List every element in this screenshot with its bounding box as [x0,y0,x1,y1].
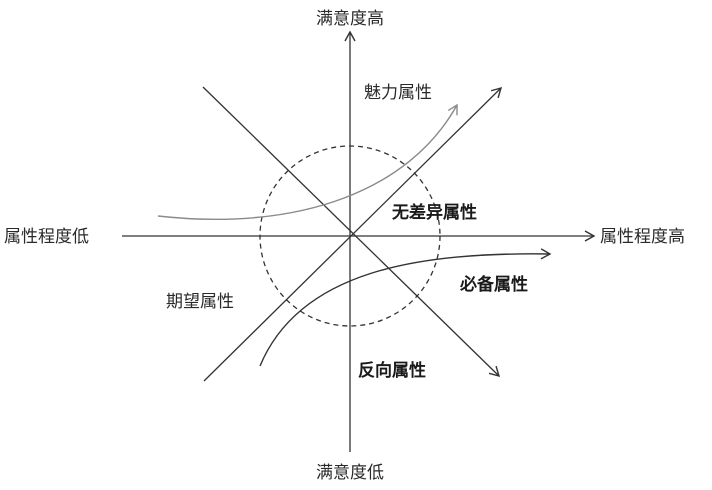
must-be-attribute-label: 必备属性 [459,274,528,295]
attractive-attribute-curve [157,103,458,221]
one-dimensional-attribute-line [203,86,503,382]
y-axis-top-label: 满意度高 [316,9,384,29]
must-be-attribute-curve [259,248,552,367]
attractive-attribute-label: 魅力属性 [364,83,432,103]
indifferent-attribute-label: 无差异属性 [391,202,477,223]
y-axis-bottom-label: 满意度低 [316,463,384,483]
x-axis-left-label: 属性程度低 [4,227,89,247]
indifference-zone-circle [259,145,441,327]
reverse-attribute-label: 反向属性 [358,360,426,381]
one-dimensional-attribute-label: 期望属性 [166,292,234,312]
x-axis-right-label: 属性程度高 [600,227,685,247]
reverse-attribute-line [202,86,501,378]
